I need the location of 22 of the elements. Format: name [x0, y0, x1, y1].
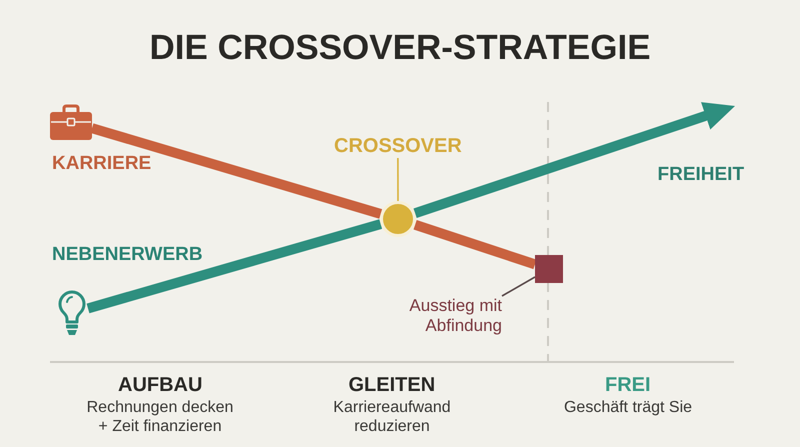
trend-line: [86, 219, 382, 314]
point-marker: [380, 201, 416, 237]
callout-label: CROSSOVER: [334, 134, 462, 158]
phase-description: Rechnungen decken + Zeit finanzieren: [86, 398, 234, 436]
trend-line: [414, 220, 537, 270]
square-marker: [535, 255, 563, 283]
leader-line: [502, 276, 536, 297]
lightbulb-icon: [56, 290, 88, 336]
phase-description: Geschäft trägt Sie: [563, 398, 693, 417]
phase-heading: FREI: [605, 373, 651, 397]
phase-description: Karriereaufwand reduzieren: [332, 398, 452, 436]
trend-line: [90, 123, 382, 219]
briefcase-icon: [50, 104, 92, 140]
series-label: FREIHEIT: [658, 163, 744, 186]
phase-heading: AUFBAU: [118, 373, 202, 397]
title: DIE CROSSOVER-STRATEGIE: [150, 27, 651, 69]
series-label: KARRIERE: [52, 152, 152, 175]
series-label: NEBENERWERB: [52, 243, 203, 266]
phase-heading: GLEITEN: [348, 373, 436, 397]
arrow: [414, 102, 735, 218]
leader-line: [397, 158, 399, 201]
callout-label: Ausstieg mit Abfindung: [408, 296, 502, 336]
